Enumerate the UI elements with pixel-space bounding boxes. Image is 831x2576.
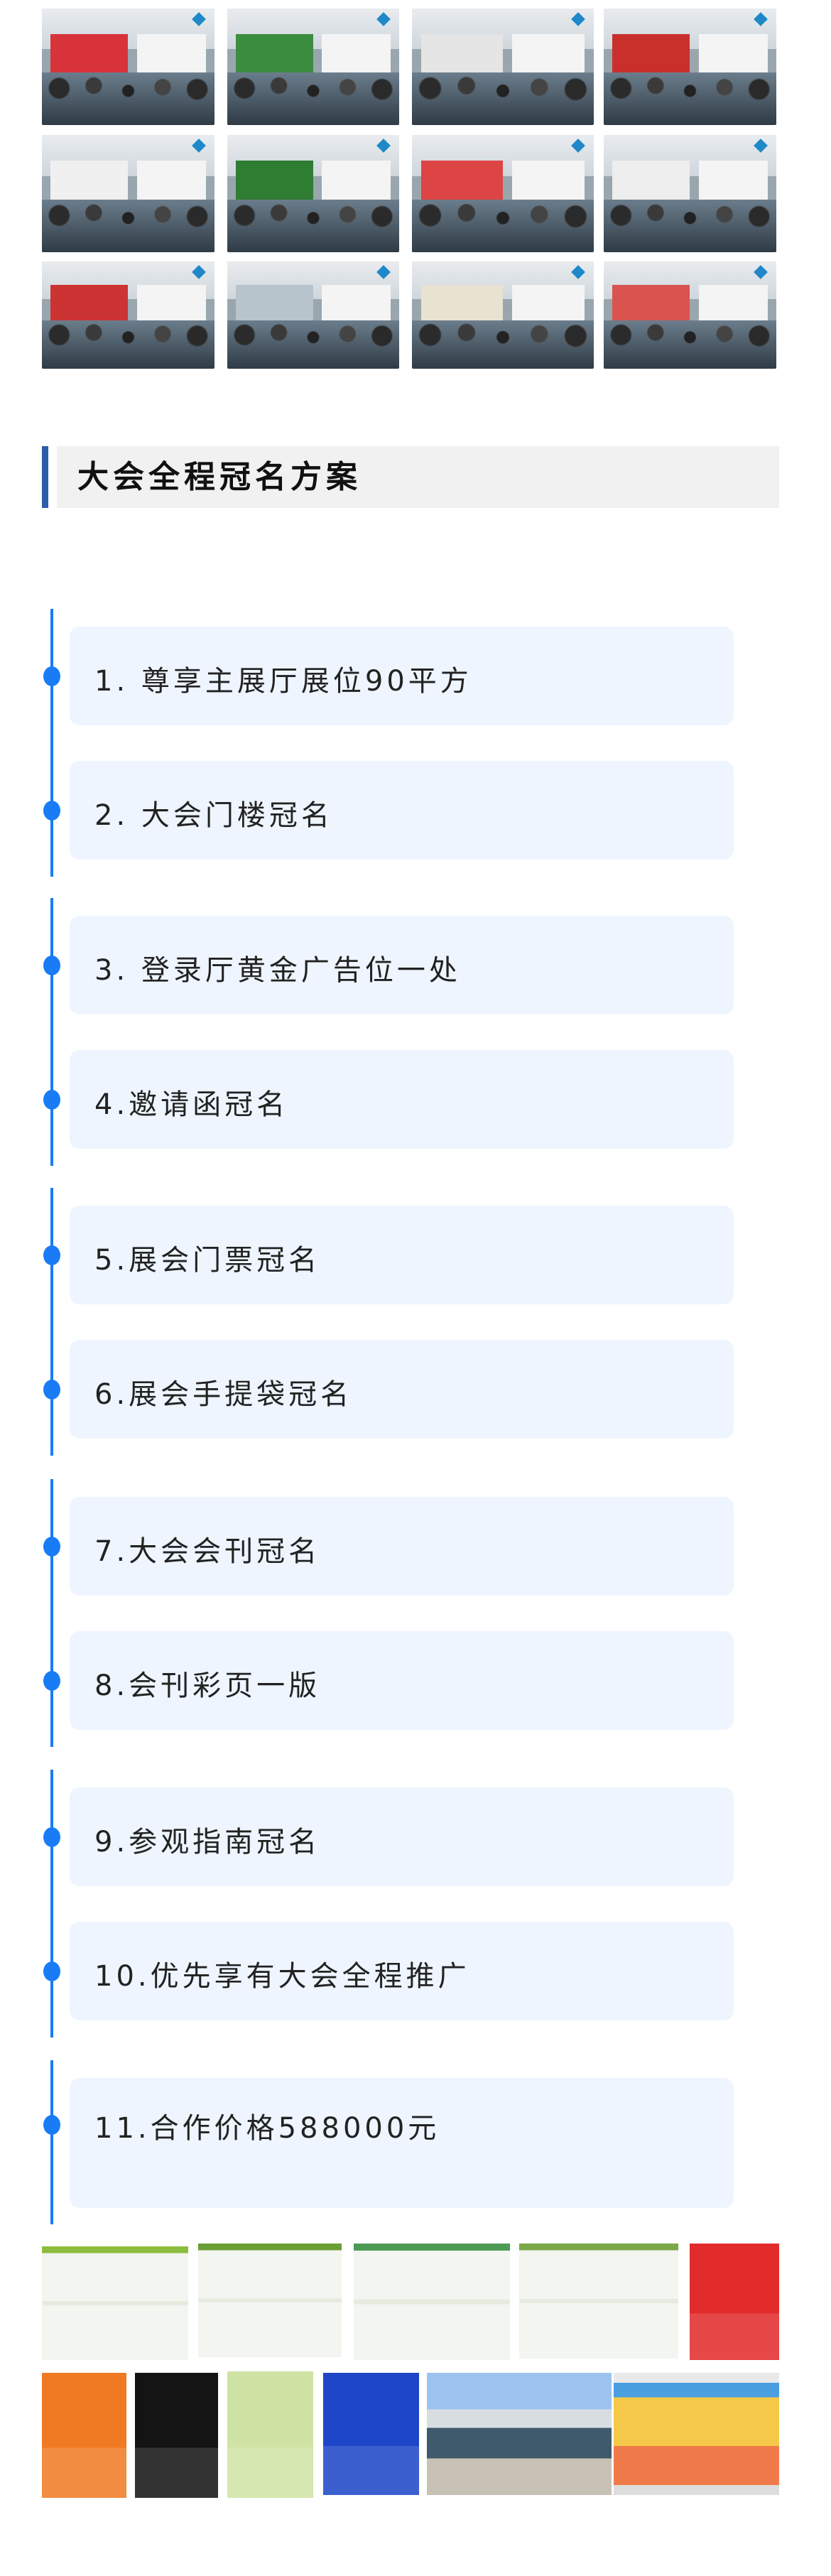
booth-wall-image (614, 2373, 779, 2495)
timeline-line (50, 898, 53, 1166)
ad-page-image (42, 2373, 126, 2498)
timeline-line (50, 1188, 53, 1456)
timeline-item-label: 5.展会门票冠名 (94, 1244, 321, 1277)
timeline-dot-icon (43, 956, 60, 975)
timeline-item-label: 3. 登录厅黄金广告位一处 (94, 954, 461, 987)
timeline-item: 2. 大会门楼冠名 (70, 761, 734, 860)
timeline-item: 1. 尊享主展厅展位90平方 (70, 627, 734, 725)
exhibition-booth-photo (412, 9, 594, 125)
timeline-item-label: 10.优先享有大会全程推广 (94, 1960, 470, 1993)
gift-voucher-image (42, 2246, 188, 2360)
exhibition-crowd-photo (412, 135, 594, 252)
timeline-item-label: 1. 尊享主展厅展位90平方 (94, 665, 472, 698)
exhibition-hall-photo (412, 261, 594, 369)
timeline-line (50, 1770, 53, 2037)
exhibition-crowd-photo (227, 9, 399, 125)
exhibition-crowd-photo (604, 9, 776, 125)
timeline-item: 11.合作价格588000元 (70, 2078, 734, 2208)
venue-photo-image (427, 2373, 612, 2495)
ad-page-image (135, 2373, 218, 2498)
timeline-item-label: 8.会刊彩页一版 (94, 1669, 321, 1702)
catalog-spread-image (354, 2244, 510, 2360)
exhibition-hall-photo (604, 135, 776, 252)
timeline-item-label: 7.大会会刊冠名 (94, 1535, 321, 1568)
timeline-item-label: 4.邀请函冠名 (94, 1088, 289, 1121)
exhibition-booth-photo (42, 261, 214, 369)
timeline-dot-icon (43, 1961, 60, 1981)
timeline-dot-icon (43, 801, 60, 821)
timeline-item-label: 6.展会手提袋冠名 (94, 1378, 353, 1411)
timeline-line (50, 1479, 53, 1747)
timeline-line (50, 2060, 53, 2224)
timeline-dot-icon (43, 666, 60, 686)
invitation-poster-image (690, 2244, 779, 2360)
timeline-dot-icon (43, 1827, 60, 1847)
timeline-item: 5.展会门票冠名 (70, 1206, 734, 1304)
catalog-cover-image (227, 2371, 313, 2498)
catalog-spread-image (519, 2244, 678, 2359)
timeline-item: 4.邀请函冠名 (70, 1050, 734, 1149)
heading-accent-bar (42, 446, 48, 508)
timeline-dot-icon (43, 2115, 60, 2135)
exhibition-hall-photo (227, 261, 399, 369)
timeline-line (50, 609, 53, 877)
exhibition-crowd-photo (42, 9, 214, 125)
heading-background (57, 446, 779, 508)
timeline-item-label: 2. 大会门楼冠名 (94, 799, 333, 832)
timeline-dot-icon (43, 1537, 60, 1557)
timeline-item: 9.参观指南冠名 (70, 1787, 734, 1886)
timeline-item: 3. 登录厅黄金广告位一处 (70, 916, 734, 1014)
timeline-dot-icon (43, 1380, 60, 1400)
timeline-item: 6.展会手提袋冠名 (70, 1340, 734, 1439)
tote-bag-image (323, 2373, 419, 2495)
exhibition-booth-photo (42, 135, 214, 252)
brochure-inner-image (198, 2244, 342, 2357)
exhibition-booth-photo (604, 261, 776, 369)
exhibition-booth-photo (227, 135, 399, 252)
timeline-item-label: 11.合作价格588000元 (94, 2112, 440, 2145)
timeline-item-label: 9.参观指南冠名 (94, 1826, 321, 1858)
timeline-item: 7.大会会刊冠名 (70, 1497, 734, 1596)
section-heading: 大会全程冠名方案 (42, 446, 779, 508)
timeline-dot-icon (43, 1245, 60, 1265)
timeline-item: 8.会刊彩页一版 (70, 1631, 734, 1730)
timeline-dot-icon (43, 1090, 60, 1110)
section-title: 大会全程冠名方案 (77, 459, 362, 495)
timeline-item: 10.优先享有大会全程推广 (70, 1922, 734, 2020)
timeline-dot-icon (43, 1671, 60, 1691)
